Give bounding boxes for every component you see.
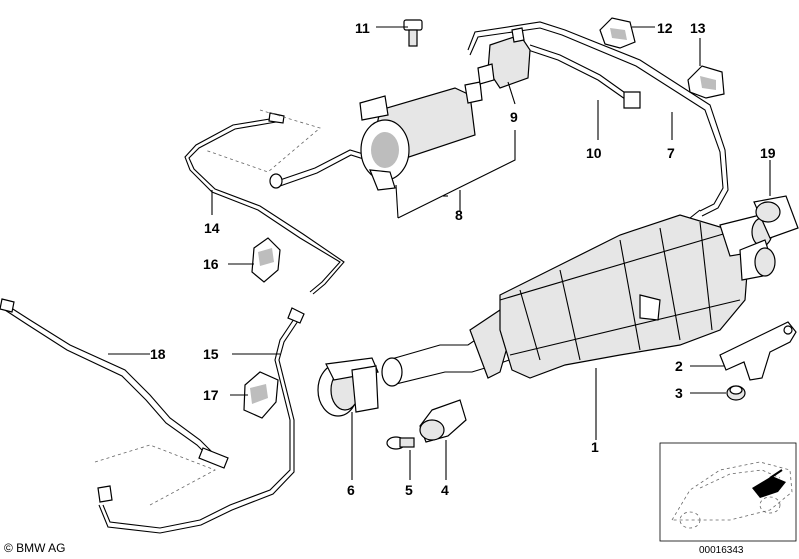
- flange-4: [419, 399, 467, 443]
- callout-7: 7: [667, 145, 675, 161]
- hose-10: [527, 44, 629, 100]
- locator-inset: [659, 442, 797, 542]
- callout-3: 3: [675, 385, 683, 401]
- callout-17: 17: [203, 387, 219, 403]
- callout-14: 14: [204, 220, 220, 236]
- exhaust-location-icon: [752, 469, 786, 498]
- callout-13: 13: [690, 20, 706, 36]
- callout-6: 6: [347, 482, 355, 498]
- callout-10: 10: [586, 145, 602, 161]
- callout-11: 11: [355, 20, 370, 36]
- charcoal-canister-8: [359, 81, 516, 219]
- copyright-text: © BMW AG: [4, 541, 66, 555]
- callout-1: 1: [591, 439, 599, 455]
- callout-8: 8: [455, 207, 463, 223]
- callout-19: 19: [760, 145, 776, 161]
- bolt-5: [386, 436, 415, 450]
- clip-17: [243, 371, 279, 419]
- callout-16: 16: [203, 256, 219, 272]
- connector-10: [623, 91, 641, 109]
- clip-12: [599, 17, 636, 49]
- hose-7: [467, 21, 729, 217]
- leader-lines: [108, 26, 771, 480]
- callout-15: 15: [203, 346, 219, 362]
- tailpipe-trim-19: [753, 195, 799, 239]
- hose-15: [94, 307, 305, 534]
- callout-labels: 11 12 13 9 10 7 19 8 14 16 18 15 17 2 3 …: [150, 20, 776, 498]
- diagram-id: 00016343: [699, 545, 744, 556]
- callout-12: 12: [657, 20, 673, 36]
- car-outline-icon: [671, 461, 793, 529]
- rear-muffler-1: [381, 209, 776, 387]
- callout-18: 18: [150, 346, 166, 362]
- callout-4: 4: [441, 482, 449, 498]
- callout-2: 2: [675, 358, 683, 374]
- callout-5: 5: [405, 482, 413, 498]
- rubber-mount-3: [726, 385, 746, 401]
- clip-13: [687, 65, 725, 99]
- bracket-2: [719, 321, 797, 381]
- purge-valve-9: [477, 27, 531, 89]
- hose-18: [0, 298, 229, 469]
- clip-16: [251, 237, 281, 283]
- clamp-6: [317, 357, 379, 417]
- callout-9: 9: [510, 109, 518, 125]
- bolt-11: [403, 19, 423, 47]
